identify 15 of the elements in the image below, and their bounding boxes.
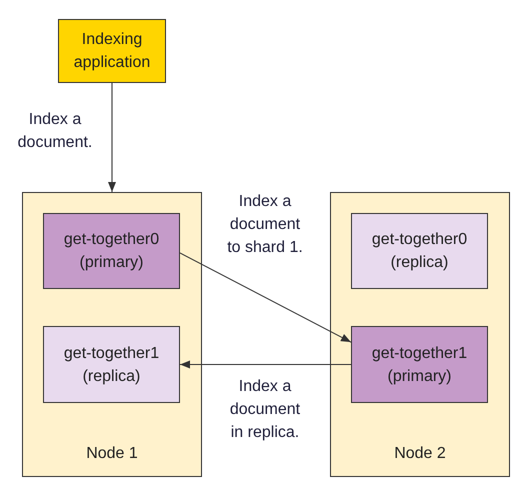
server-node-panel (330, 192, 510, 477)
edge-label: Index a document. (16, 110, 94, 153)
edge-label: Index a document in replica. (228, 377, 302, 443)
primary-shard-box: get-together0 (primary) (43, 213, 180, 289)
replica-shard-box: get-together0 (replica) (351, 213, 488, 289)
primary-shard-box: get-together1 (primary) (351, 326, 488, 403)
replica-shard-box: get-together1 (replica) (43, 326, 180, 403)
edge-label: Index a document to shard 1. (226, 192, 304, 258)
node-label: Node 2 (393, 444, 447, 464)
arrow (108, 82, 116, 192)
server-node-panel (22, 192, 202, 477)
arrow (180, 252, 352, 343)
arrow (180, 360, 352, 368)
node-label: Node 1 (85, 444, 139, 464)
application-box: Indexing application (58, 19, 166, 83)
